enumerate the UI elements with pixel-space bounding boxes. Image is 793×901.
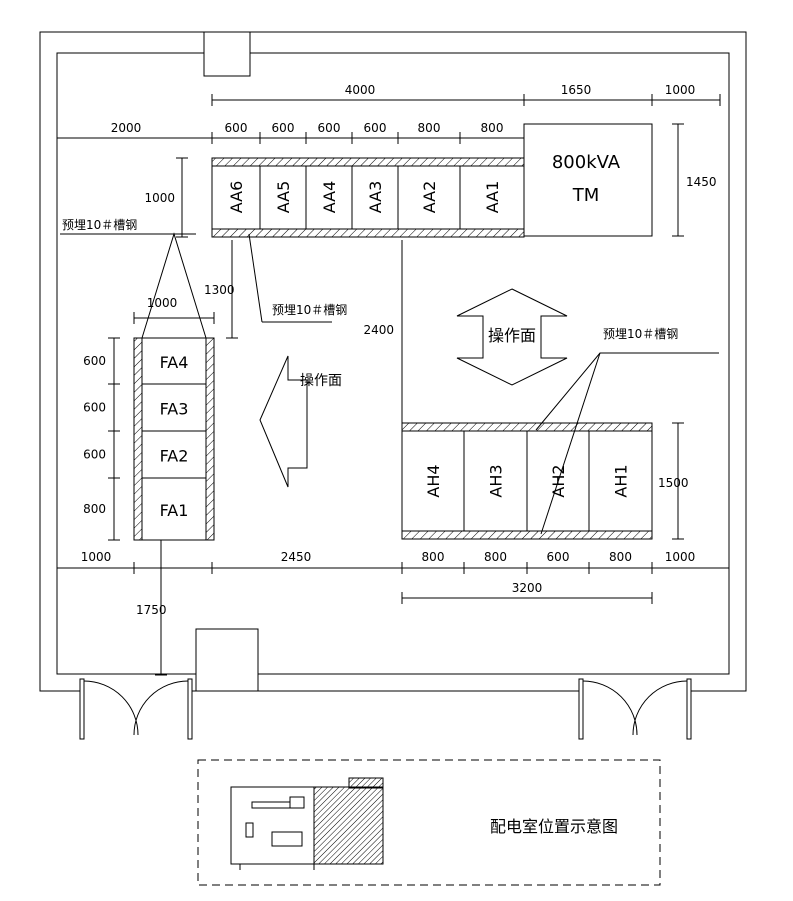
aa-cabinet-label: AA2	[420, 181, 439, 214]
fa-cabinet-label: FA4	[160, 353, 189, 372]
dim-tm-depth: 1450	[686, 175, 717, 189]
dim-fa-width: 600	[83, 401, 106, 415]
room-walls	[39, 31, 747, 692]
dim-aa-width: 600	[364, 121, 387, 135]
embed-channel-label-3: 预埋10＃槽钢	[603, 327, 678, 341]
aa-cabinet-label: AA4	[320, 181, 339, 214]
fa-cabinet-label: FA3	[160, 400, 189, 419]
dim-ah-width: 800	[422, 550, 445, 564]
aa-cabinet-label: AA6	[227, 181, 246, 214]
transformer-type: TM	[572, 185, 600, 206]
dim-left-1000: 1000	[81, 550, 112, 564]
dim-left-2000: 2000	[111, 121, 142, 135]
dim-fa-width: 600	[83, 448, 106, 462]
dim-fa-width: 600	[83, 354, 106, 368]
aa-cabinet-label: AA3	[366, 181, 385, 214]
transformer-tm: 800kVA TM	[523, 123, 653, 237]
dim-fa-width: 1000	[147, 296, 178, 310]
dim-ah-width: 600	[547, 550, 570, 564]
operating-face-arrow-left	[259, 355, 308, 488]
dim-ah-depth: 1500	[658, 476, 689, 490]
dim-top-1000: 1000	[665, 83, 696, 97]
dim-aa-width: 600	[318, 121, 341, 135]
aa-cabinet-label: AA5	[274, 181, 293, 214]
dim-fa-width: 800	[83, 502, 106, 516]
operating-face-label-2: 操作面	[300, 373, 342, 389]
aa-cabinet-label: AA1	[483, 181, 502, 214]
embed-channel-label-2: 预埋10＃槽钢	[272, 303, 347, 317]
ah-cabinet-label: AH1	[612, 464, 631, 497]
door-left	[79, 675, 193, 740]
operating-face-arrow-vertical	[456, 288, 568, 386]
dim-gap-2450: 2450	[281, 550, 312, 564]
location-title: 配电室位置示意图	[490, 817, 618, 836]
dim-door-1750: 1750	[136, 603, 167, 617]
dim-ah-width: 800	[609, 550, 632, 564]
dim-gap-1300: 1300	[204, 283, 235, 297]
ah-cabinet-label: AH3	[487, 464, 506, 497]
dim-gap-2400: 2400	[363, 323, 394, 337]
channel-steel-callouts	[60, 232, 719, 535]
door-right	[578, 675, 692, 740]
dim-top-1650: 1650	[561, 83, 592, 97]
dim-top-4000: 4000	[345, 83, 376, 97]
location-key-plan	[197, 759, 661, 886]
dim-aa-depth: 1000	[144, 191, 175, 205]
fa-cabinet-label: FA2	[160, 447, 189, 466]
aa-cabinet-row: AA6 AA5 AA4 AA3 AA2 AA1	[211, 157, 525, 238]
dim-aa-width: 600	[272, 121, 295, 135]
dim-right-1000: 1000	[665, 550, 696, 564]
dim-ah-total: 3200	[512, 581, 543, 595]
dim-aa-width: 600	[225, 121, 248, 135]
dim-aa-width: 800	[418, 121, 441, 135]
dim-aa-width: 800	[481, 121, 504, 135]
operating-face-label-1: 操作面	[488, 326, 536, 345]
wall-columns	[195, 31, 259, 692]
transformer-rating: 800kVA	[552, 152, 621, 173]
fa-cabinet-label: FA1	[160, 501, 189, 520]
dim-ah-width: 800	[484, 550, 507, 564]
embed-channel-label-1: 预埋10＃槽钢	[62, 218, 137, 232]
dimension-lines	[57, 94, 729, 676]
ah-cabinet-label: AH4	[424, 464, 443, 497]
